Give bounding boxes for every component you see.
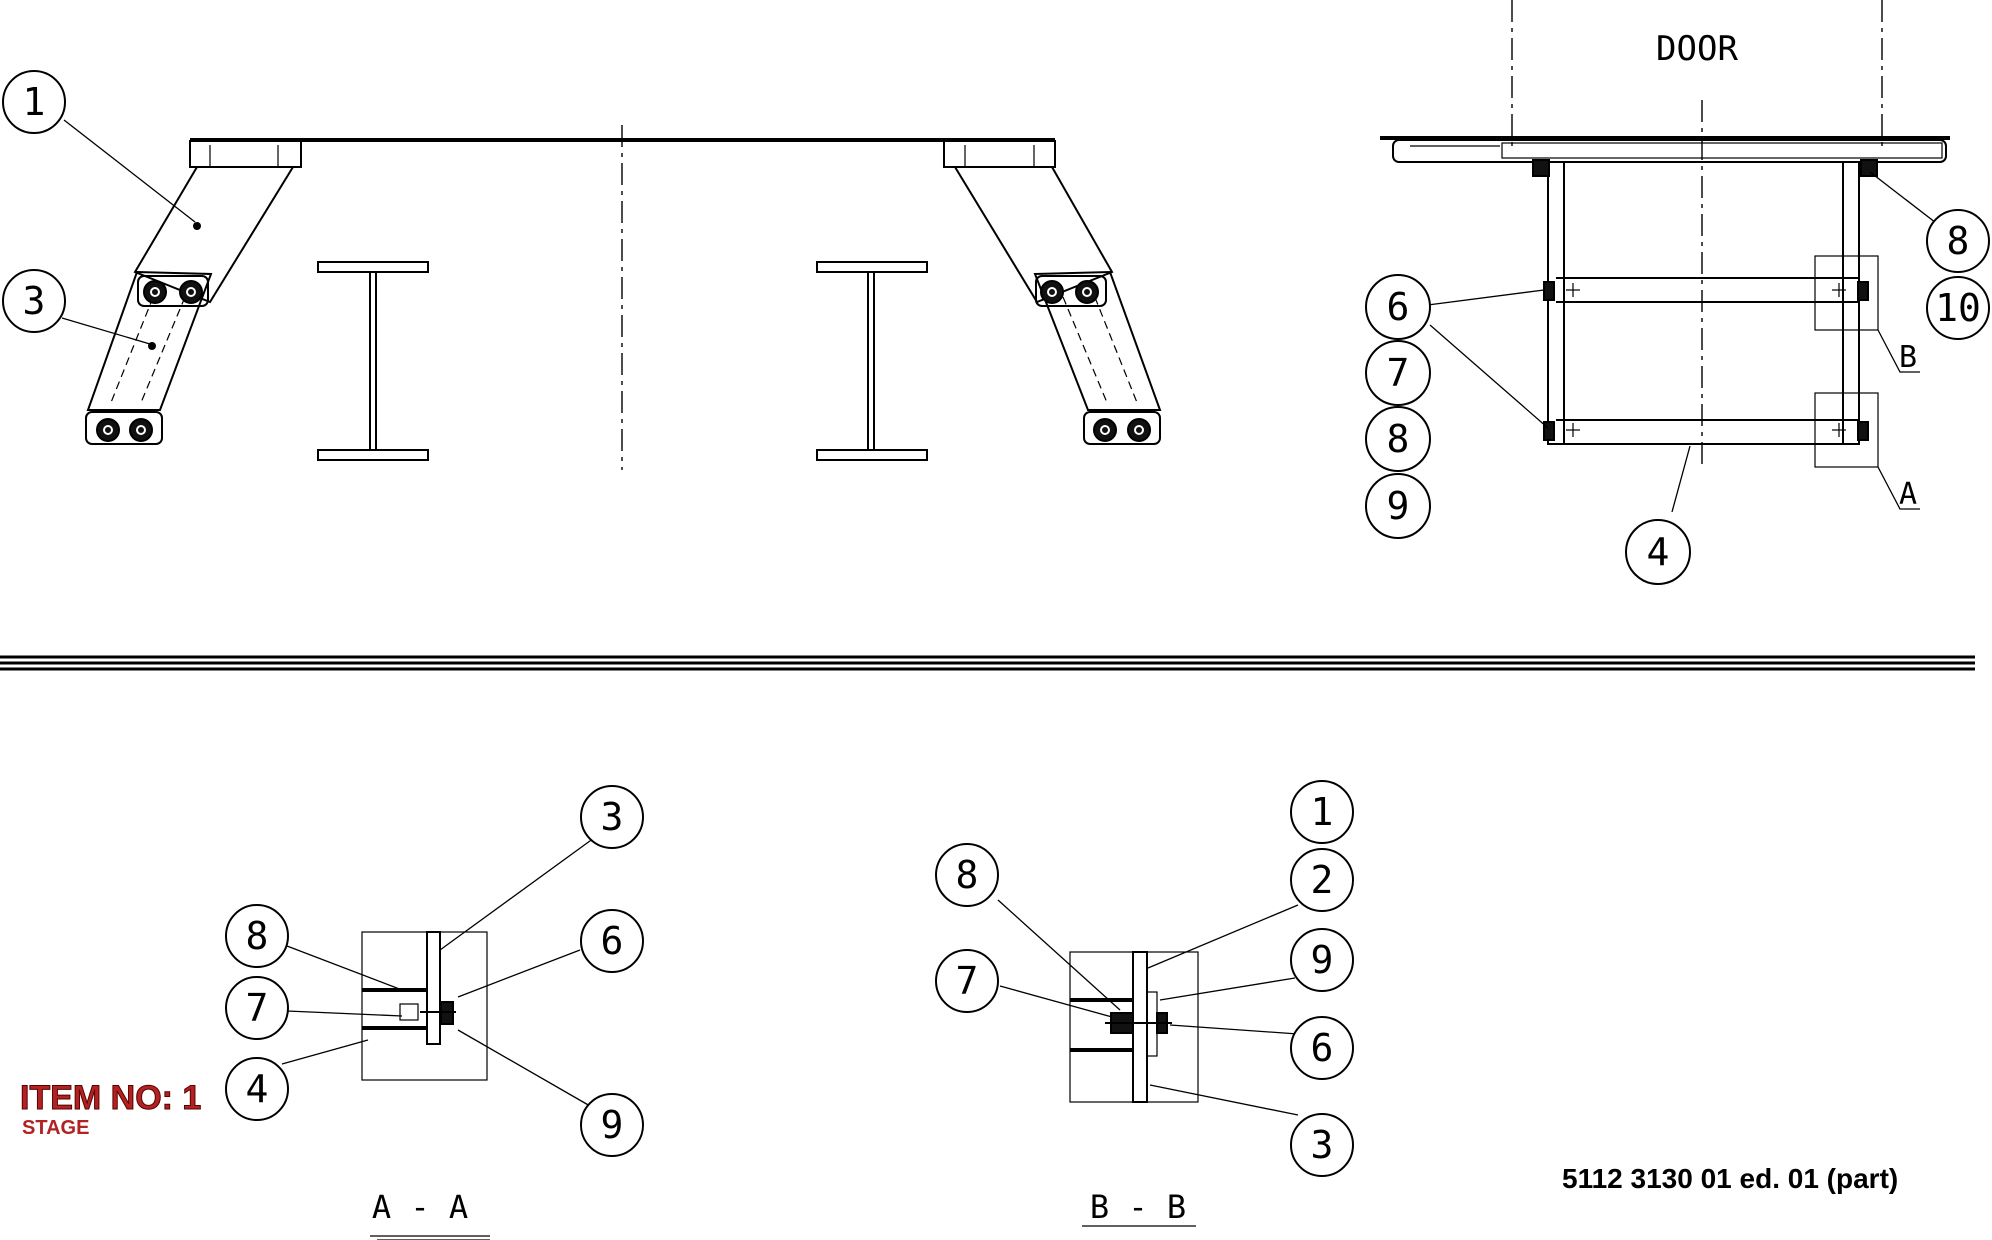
svg-text:8: 8 bbox=[1947, 219, 1970, 263]
svg-text:7: 7 bbox=[1387, 351, 1410, 395]
leader-lines bbox=[61, 119, 1941, 1116]
svg-text:1: 1 bbox=[23, 80, 46, 124]
plan-view: DOOR B A bbox=[1380, 0, 1950, 512]
svg-text:4: 4 bbox=[1647, 530, 1670, 574]
svg-text:3: 3 bbox=[23, 279, 46, 323]
svg-text:2: 2 bbox=[1311, 858, 1334, 902]
section-b-marker: B bbox=[1899, 340, 1917, 375]
section-bb-title: B - B bbox=[1090, 1188, 1186, 1226]
callout-plan-8b: 8 bbox=[1365, 406, 1431, 472]
svg-text:7: 7 bbox=[956, 959, 979, 1003]
callout-bb-6: 6 bbox=[1290, 1016, 1354, 1080]
svg-text:8: 8 bbox=[246, 914, 269, 958]
callout-aa-8: 8 bbox=[225, 904, 289, 968]
callout-aa-3: 3 bbox=[580, 785, 644, 849]
callout-bb-7: 7 bbox=[935, 949, 999, 1013]
item-number-label: ITEM NO: 1 bbox=[20, 1079, 201, 1117]
svg-text:10: 10 bbox=[1935, 286, 1981, 330]
callout-plan-10: 10 bbox=[1926, 276, 1990, 340]
callout-plan-4: 4 bbox=[1625, 519, 1691, 585]
drawing-reference: 5112 3130 01 ed. 01 (part) bbox=[1562, 1163, 1898, 1194]
callout-bb-9: 9 bbox=[1290, 928, 1354, 992]
callout-front-3: 3 bbox=[2, 269, 66, 333]
svg-text:8: 8 bbox=[1387, 417, 1410, 461]
svg-text:1: 1 bbox=[1311, 790, 1334, 834]
callout-plan-7: 7 bbox=[1365, 340, 1431, 406]
door-label: DOOR bbox=[1656, 29, 1738, 69]
callout-bb-2: 2 bbox=[1290, 848, 1354, 912]
svg-text:9: 9 bbox=[1311, 938, 1334, 982]
svg-text:4: 4 bbox=[246, 1067, 269, 1111]
callout-plan-8: 8 bbox=[1926, 209, 1990, 273]
callout-plan-9: 9 bbox=[1365, 473, 1431, 539]
callout-bb-3: 3 bbox=[1290, 1113, 1354, 1177]
section-aa-title: A - A bbox=[372, 1188, 468, 1226]
view-separator bbox=[0, 655, 1975, 671]
svg-text:6: 6 bbox=[1387, 285, 1410, 329]
svg-text:6: 6 bbox=[1311, 1026, 1334, 1070]
callout-aa-9: 9 bbox=[580, 1093, 644, 1157]
callout-aa-7: 7 bbox=[225, 976, 289, 1040]
svg-text:6: 6 bbox=[601, 919, 624, 963]
front-view bbox=[85, 125, 1162, 470]
svg-text:8: 8 bbox=[956, 853, 979, 897]
svg-text:3: 3 bbox=[1311, 1123, 1334, 1167]
section-a-marker: A bbox=[1899, 477, 1917, 512]
svg-text:7: 7 bbox=[246, 986, 269, 1030]
callout-front-1: 1 bbox=[2, 70, 66, 134]
svg-text:9: 9 bbox=[1387, 484, 1410, 528]
section-aa-view: A - A bbox=[361, 931, 490, 1240]
item-name-label: STAGE bbox=[22, 1117, 89, 1139]
callout-bb-8: 8 bbox=[935, 843, 999, 907]
callout-plan-6: 6 bbox=[1365, 274, 1431, 340]
callout-bb-1: 1 bbox=[1290, 780, 1354, 844]
section-bb-view: B - B bbox=[1069, 951, 1199, 1227]
callout-aa-4: 4 bbox=[225, 1057, 289, 1121]
callout-aa-6: 6 bbox=[580, 909, 644, 973]
svg-text:9: 9 bbox=[601, 1103, 624, 1147]
svg-text:3: 3 bbox=[601, 795, 624, 839]
